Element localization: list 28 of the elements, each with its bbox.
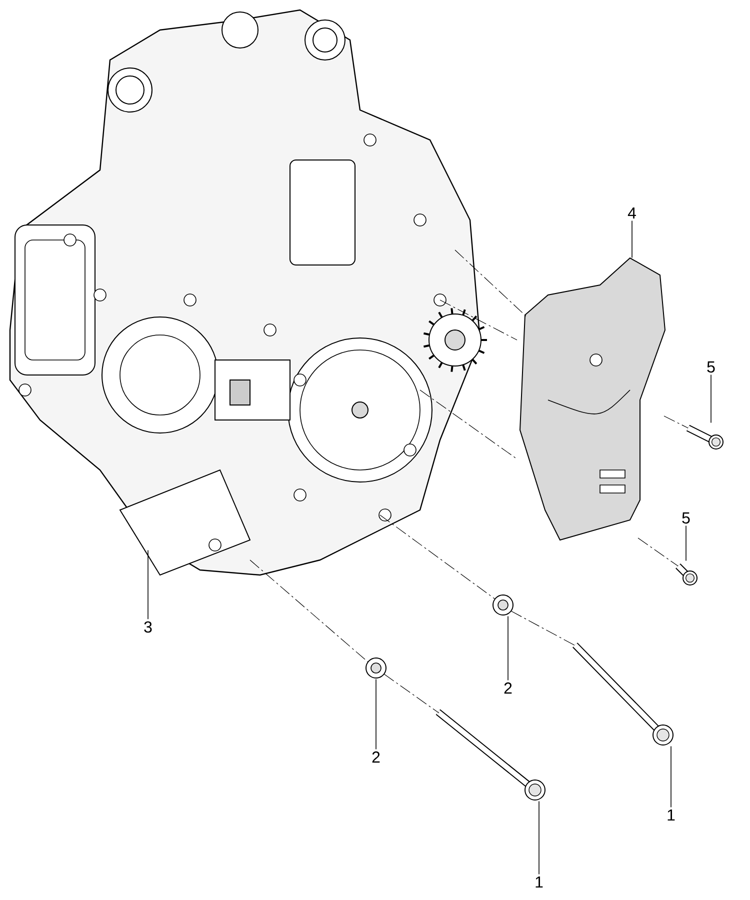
callout-number: 4 <box>628 208 636 218</box>
callout-number: 5 <box>707 361 715 373</box>
callout-number: 2 <box>372 751 380 763</box>
callout-number: 2 <box>504 682 512 694</box>
center-line <box>510 610 576 646</box>
center-line <box>664 416 688 428</box>
bolt-drawing <box>676 564 698 586</box>
center-line <box>638 538 678 566</box>
callout-number: 1 <box>668 810 675 821</box>
center-line <box>420 390 518 460</box>
leader-line <box>710 374 712 424</box>
bolt-drawing <box>436 709 546 800</box>
center-line <box>250 560 368 662</box>
nut-drawing <box>366 658 386 678</box>
leader-line <box>670 746 672 808</box>
callout-number: 1 <box>536 876 543 888</box>
callout-number: 3 <box>144 621 152 633</box>
callout-number: 5 <box>682 512 690 524</box>
bolt-drawing <box>572 642 674 746</box>
center-line <box>384 674 440 714</box>
cover-drawing <box>520 257 666 541</box>
center-line <box>380 514 496 600</box>
center-line <box>440 300 518 340</box>
center-line <box>454 250 528 318</box>
engine-drawing <box>9 9 487 576</box>
bolt-drawing <box>686 424 724 450</box>
nut-drawing <box>492 594 514 616</box>
leader-line <box>538 800 540 875</box>
